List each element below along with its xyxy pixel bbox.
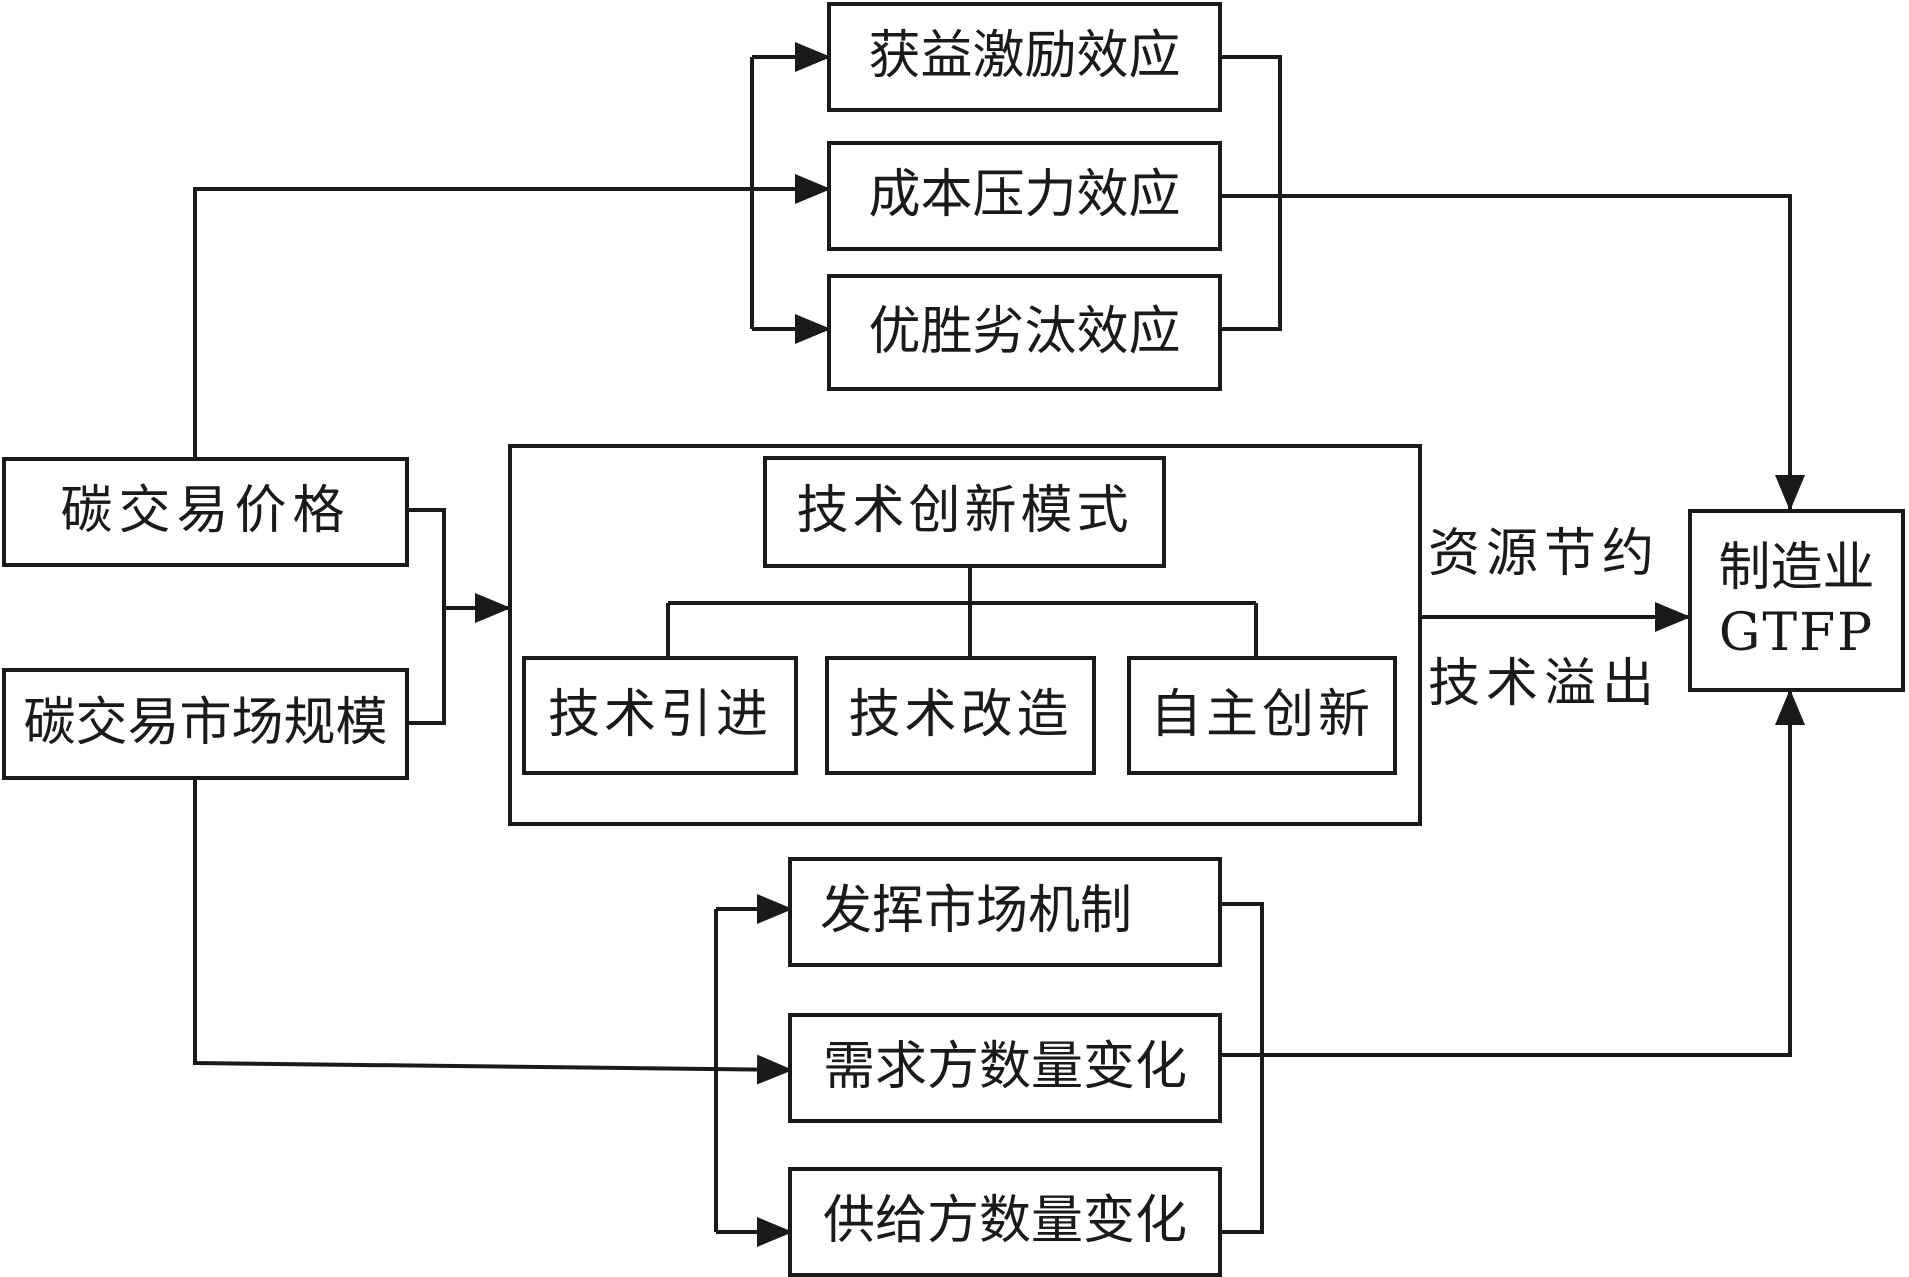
- mode-box-1: 技术引进: [522, 656, 798, 775]
- output-line-1: 制造业: [1718, 537, 1875, 598]
- mode-label-1: 技术引进: [547, 684, 772, 745]
- effect-label-3: 优胜劣汰效应: [868, 301, 1181, 362]
- output-box: 制造业 GTFP: [1688, 509, 1905, 692]
- bottom-to-output-line: [1220, 689, 1805, 1057]
- carbon-market-scale-box: 碳交易市场规模: [2, 668, 409, 780]
- innovation-container: [508, 444, 1422, 826]
- resource-saving-label: 资源节约: [1428, 524, 1661, 584]
- scale-merge-line: [407, 608, 446, 725]
- scale-to-demand-line: [193, 778, 793, 1085]
- innovation-title-box: 技术创新模式: [763, 456, 1166, 568]
- effect-label-1: 获益激励效应: [868, 26, 1181, 87]
- effect-label-2: 成本压力效应: [868, 165, 1181, 226]
- innovation-title-label: 技术创新模式: [796, 481, 1133, 542]
- price-merge-line: [407, 508, 446, 608]
- carbon-price-label: 碳交易价格: [60, 481, 351, 542]
- output-line-2: GTFP: [1718, 602, 1875, 663]
- carbon-price-box: 碳交易价格: [2, 457, 409, 567]
- bottom-effect-box-3: 供给方数量变化: [788, 1167, 1222, 1277]
- effect-box-3: 优胜劣汰效应: [827, 274, 1222, 391]
- effect-box-1: 获益激励效应: [827, 2, 1222, 112]
- mode-label-3: 自主创新: [1149, 684, 1374, 745]
- bottom-bracket-right: [1220, 902, 1264, 1234]
- tech-spillover-label: 技术溢出: [1428, 654, 1661, 714]
- bottom-effect-label-1: 发挥市场机制: [820, 881, 1133, 942]
- price-to-cost-line: [193, 174, 831, 458]
- bottom-effect-box-2: 需求方数量变化: [788, 1013, 1222, 1123]
- top-to-output-line: [1220, 194, 1805, 511]
- carbon-market-scale-label: 碳交易市场规模: [23, 693, 388, 754]
- mode-box-2: 技术改造: [825, 656, 1096, 775]
- mode-box-3: 自主创新: [1127, 656, 1397, 775]
- effect-box-2: 成本压力效应: [827, 141, 1222, 251]
- bottom-effect-label-2: 需求方数量变化: [822, 1037, 1187, 1098]
- mode-label-2: 技术改造: [848, 684, 1073, 745]
- top-bracket-right: [1220, 55, 1282, 331]
- bottom-effect-box-1: 发挥市场机制: [788, 857, 1222, 967]
- bottom-effect-label-3: 供给方数量变化: [822, 1191, 1187, 1252]
